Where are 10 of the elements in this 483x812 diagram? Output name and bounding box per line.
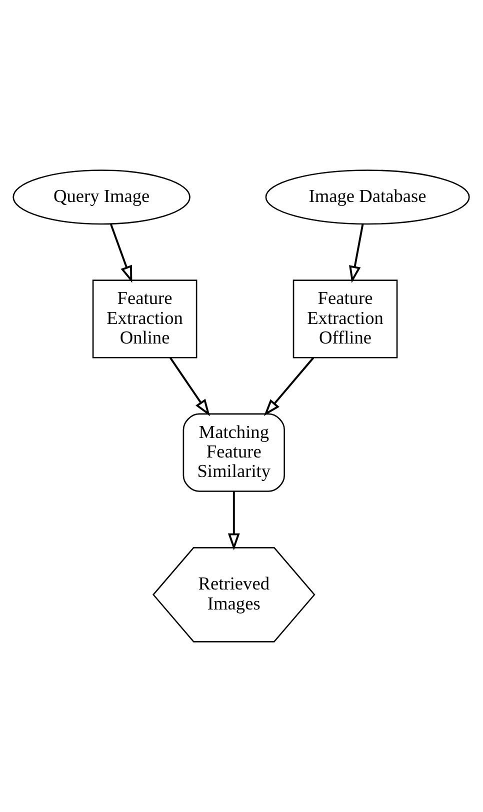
arrow (110, 224, 132, 283)
node-box: Feature Extraction Offline (292, 280, 398, 358)
node-ellipse: Image Database (265, 170, 470, 225)
node-box: Feature Extraction Online (92, 280, 198, 358)
arrow (264, 357, 314, 416)
arrow (228, 491, 240, 550)
node-box: Matching Feature Similarity (182, 413, 285, 492)
arrow (349, 224, 364, 283)
node-ellipse: Query Image (12, 170, 190, 225)
arrow (170, 357, 210, 416)
